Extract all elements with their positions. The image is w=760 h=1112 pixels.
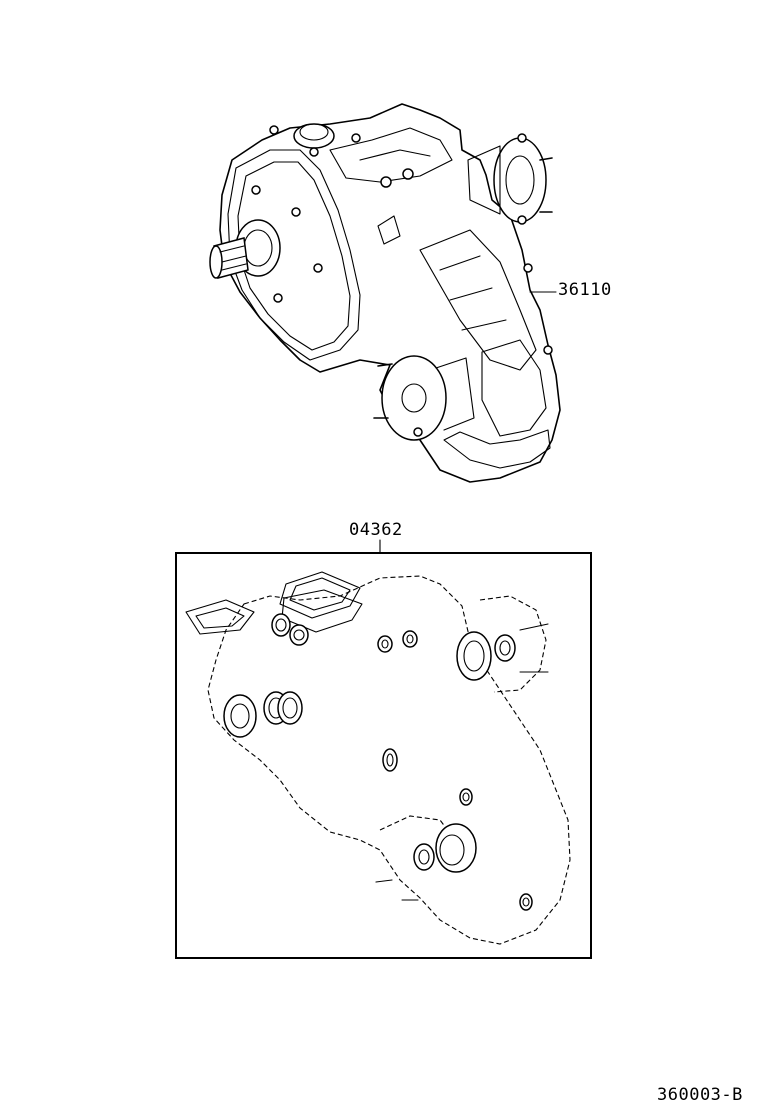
transfer-assembly-illustration bbox=[209, 103, 561, 483]
part-number-04362: 04362 bbox=[349, 520, 403, 540]
part-number-36110: 36110 bbox=[558, 280, 612, 300]
figure-code: 360003-B bbox=[657, 1085, 743, 1105]
gasket-kit-frame bbox=[175, 552, 592, 959]
gasket-kit-illustration bbox=[185, 571, 571, 945]
